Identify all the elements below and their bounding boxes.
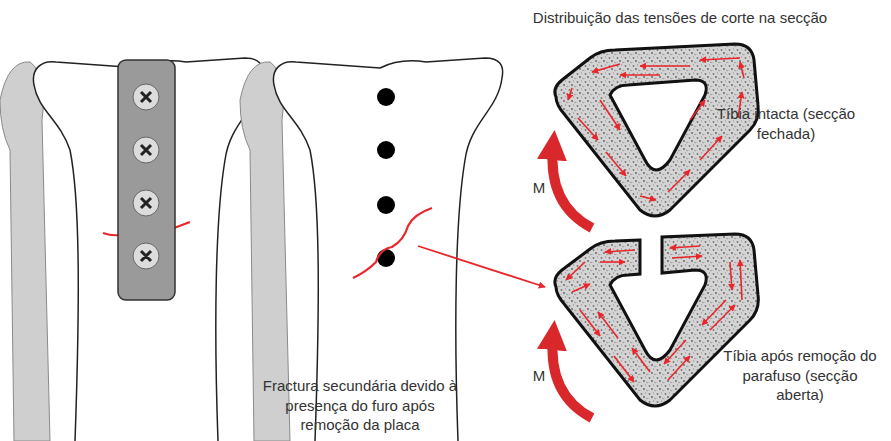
stress-arrow — [598, 312, 618, 338]
stress-arrow — [578, 118, 598, 140]
stress-arrow — [668, 170, 690, 192]
stress-arrow — [600, 100, 620, 130]
stress-arrow — [664, 340, 686, 364]
secondary-fracture — [353, 208, 432, 278]
caption-note: Tíbia intacta (secção fechada) — [706, 104, 866, 143]
stress-arrow — [740, 260, 742, 300]
stress-arrow — [700, 58, 740, 60]
stress-arrow — [690, 100, 705, 120]
stress-arrow — [614, 356, 634, 382]
moment-arrow — [552, 338, 592, 418]
stress-arrow — [640, 196, 656, 200]
closed-section — [555, 44, 758, 216]
bone-plate — [118, 60, 175, 300]
stress-arrow — [740, 62, 744, 78]
stress-arrow — [568, 88, 572, 100]
stress-arrow — [600, 261, 625, 263]
stress-arrow — [640, 65, 690, 67]
title: Distribuição das tensões de corte na sec… — [470, 8, 890, 28]
pointer-arrow — [418, 246, 545, 287]
stress-arrow — [668, 356, 690, 380]
caption-note: Fractura secundária devido à presença do… — [255, 376, 465, 435]
stress-arrow — [620, 74, 660, 76]
stress-arrow — [700, 136, 722, 160]
stress-arrow — [572, 284, 590, 292]
stress-arrow — [605, 250, 635, 252]
stress-arrow — [710, 305, 735, 330]
screw-holes — [377, 88, 395, 267]
stress-arrow — [670, 246, 700, 248]
caption-note: Tíbia após remoção do parafuso (secção a… — [720, 346, 880, 405]
stress-arrow — [672, 256, 702, 258]
stress-arrow — [702, 300, 726, 325]
moment-arrow — [552, 148, 592, 228]
stress-arrow — [632, 348, 650, 372]
stress-arrow — [580, 310, 600, 336]
stress-arrow — [730, 262, 732, 290]
tibia-with-plate — [0, 58, 263, 441]
stress-arrow — [566, 262, 585, 280]
stress-arrow — [606, 152, 626, 176]
moment-label: M — [529, 366, 549, 386]
open-section — [555, 234, 758, 406]
tibia-after-removal — [240, 58, 503, 441]
stress-arrow — [592, 64, 620, 72]
screws — [133, 84, 159, 269]
moment-label: M — [529, 178, 549, 198]
